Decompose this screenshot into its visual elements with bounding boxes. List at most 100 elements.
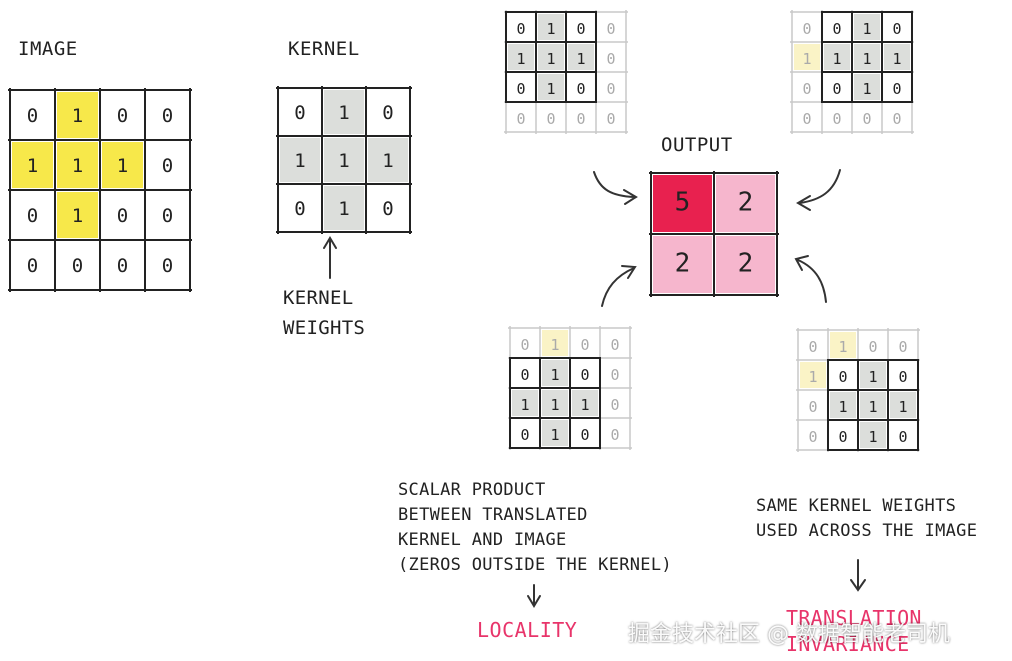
locality-arrow — [527, 584, 541, 608]
arrow-top-right-to-output — [796, 169, 841, 211]
cell-value: 0 — [162, 155, 173, 177]
cell-shade — [57, 192, 98, 238]
cell-value: 0 — [892, 20, 901, 38]
cell-shade — [884, 44, 910, 70]
cell-shade — [854, 44, 880, 70]
cell-value: 0 — [382, 102, 393, 124]
cell-value: 1 — [72, 155, 83, 177]
cell-value: 1 — [338, 150, 349, 172]
cell-value: 0 — [576, 20, 585, 38]
cell-shade — [860, 422, 886, 448]
cell-value: 1 — [72, 205, 83, 227]
cell-shade — [538, 14, 564, 40]
cell-shade — [324, 138, 364, 182]
cell-value: 0 — [606, 20, 615, 38]
cell-value: 0 — [832, 110, 841, 128]
cell-value: 2 — [738, 249, 754, 279]
cell-value: 1 — [868, 398, 877, 416]
cell-value: 1 — [808, 368, 817, 386]
kernel-weights-label: KERNEL WEIGHTS — [283, 287, 366, 339]
cell-value: 1 — [868, 428, 877, 446]
cell-shade — [538, 74, 564, 100]
cell-shade — [324, 186, 364, 230]
cell-value: 1 — [576, 50, 585, 68]
cell-value: 2 — [738, 188, 754, 218]
cell-shade — [512, 390, 538, 416]
translation-invariance-label: TRANSLATION INVARIANCE — [786, 606, 922, 656]
cell-value: 1 — [838, 338, 847, 356]
cell-shade — [508, 44, 534, 70]
cell-value: 1 — [580, 396, 589, 414]
cell-shade — [568, 44, 594, 70]
cell-shade — [830, 332, 856, 358]
image-label: IMAGE — [18, 38, 78, 60]
cell-value: 0 — [892, 110, 901, 128]
cell-value: 1 — [862, 80, 871, 98]
cell-value: 0 — [516, 20, 525, 38]
cell-value: 1 — [550, 336, 559, 354]
cell-shade — [280, 138, 320, 182]
cell-value: 0 — [898, 368, 907, 386]
cell-value: 1 — [802, 50, 811, 68]
cell-value: 1 — [117, 155, 128, 177]
cell-shade — [572, 390, 598, 416]
kernel-label: KERNEL — [288, 38, 360, 60]
cell-value: 0 — [610, 426, 619, 444]
cell-value: 0 — [610, 336, 619, 354]
cell-value: 0 — [838, 368, 847, 386]
cell-value: 0 — [808, 428, 817, 446]
same-kernel-note: SAME KERNEL WEIGHTS USED ACROSS THE IMAG… — [756, 496, 978, 541]
cell-shade — [824, 44, 850, 70]
cell-value: 0 — [294, 102, 305, 124]
cell-value: 0 — [117, 255, 128, 277]
cell-value: 1 — [550, 366, 559, 384]
cell-value: 1 — [550, 426, 559, 444]
cell-value: 0 — [520, 426, 529, 444]
cell-value: 0 — [898, 428, 907, 446]
cell-value: 0 — [72, 255, 83, 277]
cell-value: 0 — [162, 105, 173, 127]
cell-value: 0 — [382, 198, 393, 220]
cell-shade — [538, 44, 564, 70]
cell-value: 0 — [606, 110, 615, 128]
cell-value: 0 — [838, 428, 847, 446]
cell-value: 0 — [162, 205, 173, 227]
cell-value: 0 — [802, 20, 811, 38]
cell-value: 0 — [27, 255, 38, 277]
cell-value: 0 — [802, 80, 811, 98]
cell-shade — [794, 44, 820, 70]
cell-shade — [716, 236, 775, 293]
cell-value: 0 — [117, 105, 128, 127]
cell-value: 0 — [610, 396, 619, 414]
cell-value: 0 — [892, 80, 901, 98]
arrows — [323, 169, 866, 608]
cell-shade — [854, 74, 880, 100]
cell-value: 0 — [516, 110, 525, 128]
cell-shade — [542, 390, 568, 416]
cell-shade — [716, 175, 775, 232]
cell-value: 0 — [832, 20, 841, 38]
cell-value: 1 — [338, 198, 349, 220]
cell-shade — [800, 362, 826, 388]
cell-value: 1 — [546, 80, 555, 98]
cell-shade — [542, 360, 568, 386]
watermark: 掘金技术社区 @ 数据智能老司机 — [628, 622, 950, 647]
cell-shade — [653, 175, 712, 232]
cell-value: 1 — [892, 50, 901, 68]
cell-value: 0 — [802, 110, 811, 128]
cell-value: 0 — [580, 426, 589, 444]
cell-shade — [653, 236, 712, 293]
cell-value: 0 — [832, 80, 841, 98]
cell-value: 0 — [606, 50, 615, 68]
cell-shade — [860, 362, 886, 388]
cell-value: 0 — [516, 80, 525, 98]
cell-shade — [542, 330, 568, 356]
cell-value: 0 — [606, 80, 615, 98]
arrow-top-left-to-output — [593, 171, 638, 205]
arrow-bottom-left-to-output — [601, 265, 637, 307]
